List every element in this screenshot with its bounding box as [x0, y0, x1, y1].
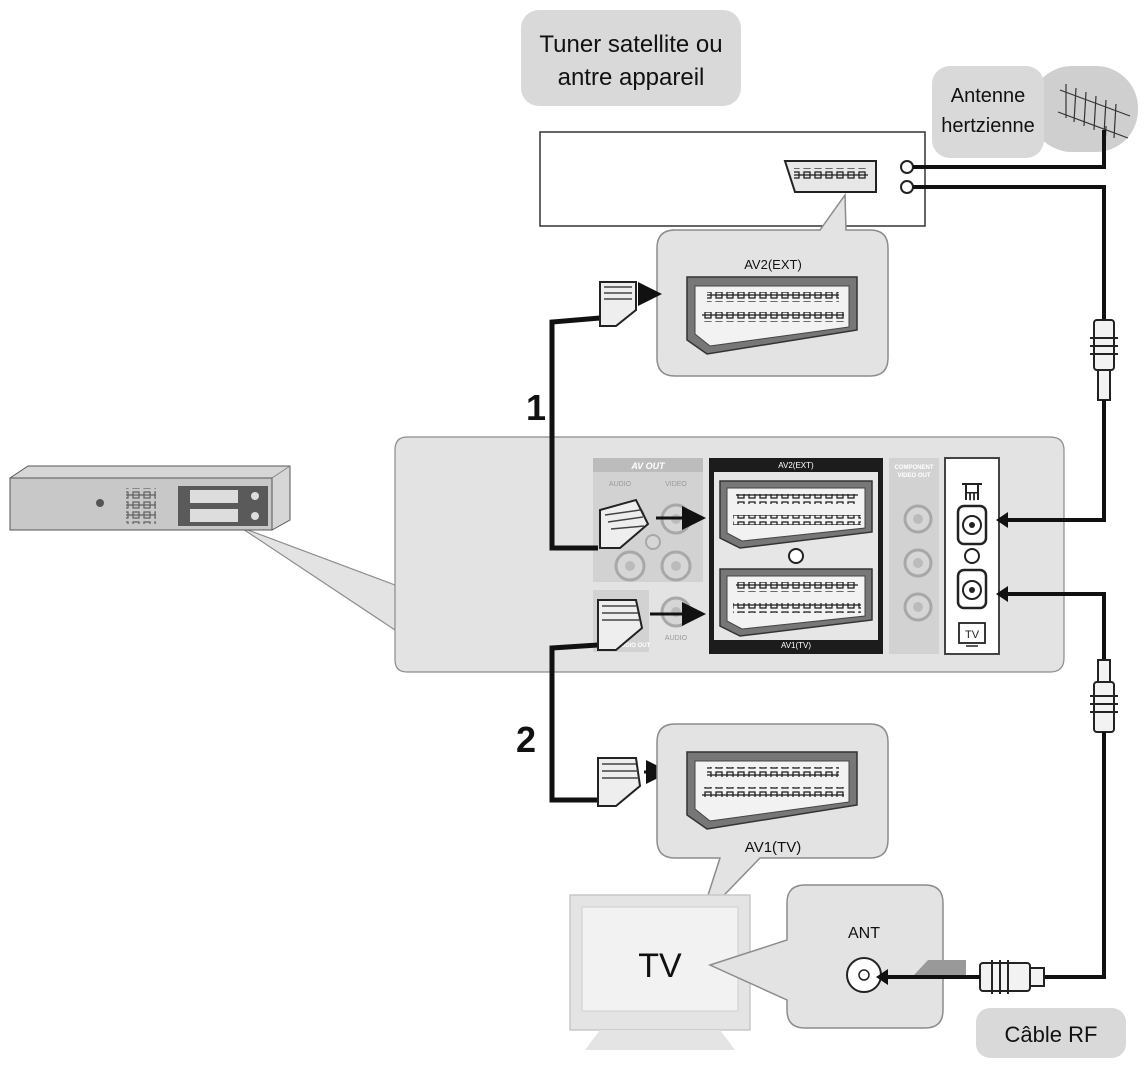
tv-port-label: TV: [965, 629, 980, 641]
tv-label: TV: [638, 947, 682, 985]
scart-section: AV2(EXT) AV1(TV): [709, 458, 883, 654]
component-video-out: COMPONENT VIDEO OUT: [889, 458, 939, 654]
panel-av1-label: AV1(TV): [781, 641, 811, 650]
panel-av2-label: AV2(EXT): [778, 461, 814, 470]
tuner-device: [539, 131, 926, 227]
av2-callout-label: AV2(EXT): [744, 257, 802, 272]
tuner-label-line2: antre appareil: [558, 64, 705, 91]
step-2-number: 2: [516, 719, 536, 760]
audio-bottom-label: AUDIO: [665, 635, 688, 642]
tv-out-icon: [958, 622, 986, 644]
rf-cable-label: Câble RF: [1005, 1022, 1098, 1047]
antenna-in-icon: ᚂ: [965, 482, 979, 502]
tuner-label-line1: Tuner satellite ou: [539, 31, 722, 58]
antenna-label-line1: Antenne: [951, 85, 1026, 107]
tuner-antenna-out-jack: [900, 180, 914, 194]
component-label-1: COMPONENT: [895, 465, 934, 471]
av2-callout: AV2(EXT): [656, 192, 889, 377]
scart-cable-2: [549, 599, 706, 807]
rf-cable-label-box: Câble RF: [976, 1008, 1126, 1058]
rf-cable-lower: [876, 586, 1118, 994]
antenna-label-line2: hertzienne: [941, 115, 1034, 137]
ant-label: ANT: [848, 925, 880, 942]
scart-cable-1: [549, 281, 706, 551]
tuner-antenna-in-jack: [900, 160, 914, 174]
direction-arrow-icon: [914, 960, 966, 975]
rf-cable-upper: [913, 130, 1118, 528]
antenna-label-box: Antenne hertzienne: [932, 66, 1138, 158]
component-label-2: VIDEO OUT: [897, 473, 930, 479]
av1-callout-label: AV1(TV): [745, 839, 801, 856]
av-out-audio-label: AUDIO: [609, 481, 632, 488]
tuner-label-box: Tuner satellite ou antre appareil: [521, 10, 741, 106]
av-out-header: AV OUT: [630, 461, 666, 471]
step-1-number: 1: [526, 387, 546, 428]
dvd-recorder-rear: [9, 465, 291, 531]
av-out-video-label: VIDEO: [665, 481, 687, 488]
tv-set: TV: [569, 894, 751, 1050]
rf-section: ᚂ TV: [944, 457, 1000, 655]
av1-callout: AV1(TV): [656, 723, 889, 921]
